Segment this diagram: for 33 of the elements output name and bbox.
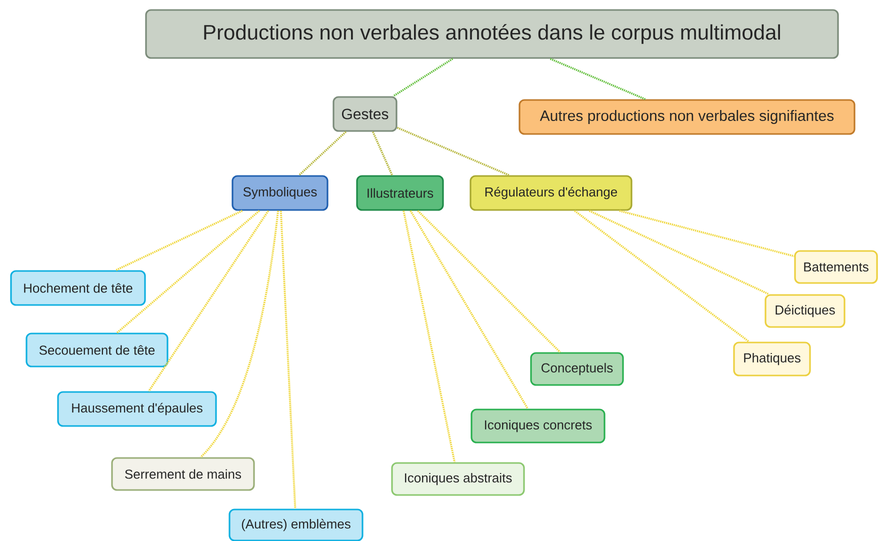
connector-line <box>116 210 260 334</box>
leaf-box: Iconiques concrets <box>470 408 606 444</box>
connector-line <box>280 210 296 509</box>
category-box: Régulateurs d'échange <box>470 175 632 211</box>
leaf-box: (Autres) emblèmes <box>228 508 364 541</box>
topic-box: Gestes <box>332 96 398 132</box>
leaf-box: Déictiques <box>764 294 846 328</box>
connector-line <box>588 210 770 296</box>
leaf-box: Conceptuels <box>530 352 624 386</box>
connector-line <box>619 210 794 258</box>
topic-box: Autres productions non verbales signifiantes <box>518 99 856 135</box>
connector-line <box>574 210 750 342</box>
title-box: Productions non verbales annotées dans le corpus multimodal <box>145 9 839 59</box>
leaf-box: Haussement d'épaules <box>57 391 217 427</box>
connector-line <box>417 210 561 353</box>
connector-line <box>200 210 280 458</box>
connector-line <box>392 58 454 98</box>
connector-line <box>396 126 510 176</box>
leaf-box: Serrement de mains <box>111 457 255 491</box>
connector-line <box>148 210 270 392</box>
connector-line <box>410 210 529 410</box>
connector-line <box>372 131 394 176</box>
leaf-box: Iconiques abstraits <box>391 462 525 496</box>
connector-line <box>298 131 347 176</box>
category-box: Symboliques <box>232 175 328 211</box>
connector-line <box>115 210 243 272</box>
connector-line <box>402 210 456 462</box>
leaf-box: Phatiques <box>733 342 811 376</box>
category-box: Illustrateurs <box>356 175 444 211</box>
leaf-box: Battements <box>794 250 878 284</box>
connector-line <box>550 58 646 100</box>
leaf-box: Hochement de tête <box>10 270 146 306</box>
leaf-box: Secouement de tête <box>26 332 168 368</box>
